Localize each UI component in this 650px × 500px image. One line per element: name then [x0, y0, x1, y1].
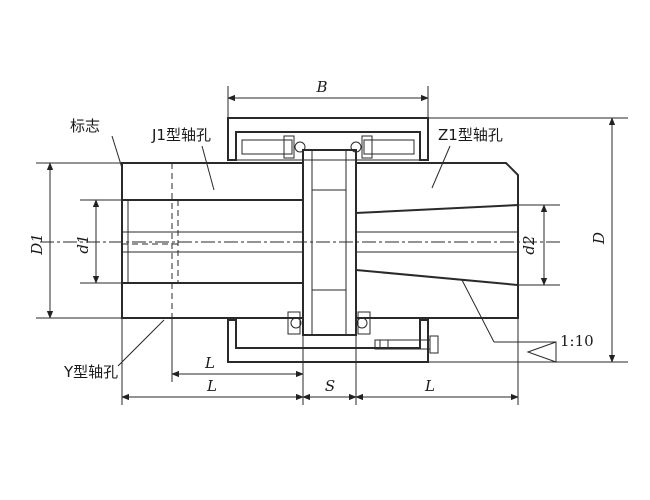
outer-sleeve-bottom	[227, 319, 429, 363]
pin-bottom-right	[356, 311, 439, 354]
right-hub	[355, 162, 519, 319]
pin-bottom-left	[287, 311, 302, 335]
callout-z-bore: Z1型轴孔	[431, 126, 503, 189]
dimension-D: D	[428, 117, 628, 363]
label-L-inner: L	[204, 354, 215, 372]
label-L-left: L	[206, 377, 217, 395]
dimension-d1: d1	[74, 199, 122, 284]
label-d2: d2	[520, 235, 538, 254]
right-hub-lower-section	[355, 268, 519, 319]
label-y-bore: Y型轴孔	[63, 363, 118, 381]
label-d1: d1	[74, 234, 92, 253]
label-j-bore: J1型轴孔	[151, 126, 211, 144]
outer-sleeve-top	[227, 117, 429, 161]
pin-top-left	[241, 135, 306, 159]
label-L-right: L	[424, 377, 435, 395]
label-B: B	[315, 78, 327, 96]
taper-triangle-icon	[526, 341, 557, 363]
label-taper: 1:10	[560, 332, 594, 350]
left-hub-lower-section	[121, 282, 304, 319]
label-S: S	[325, 377, 335, 395]
right-hub-upper-section	[355, 162, 519, 215]
label-D: D	[590, 232, 608, 245]
dimension-D1: D1	[28, 162, 122, 319]
callout-j-bore: J1型轴孔	[151, 126, 215, 191]
dimension-d2: d2	[518, 204, 560, 286]
label-D1: D1	[28, 233, 46, 256]
label-mark: 标志	[70, 117, 100, 135]
dimension-B: B	[227, 78, 429, 118]
dimension-L-right: L	[355, 318, 519, 405]
pin-top-right	[350, 135, 415, 159]
callout-mark: 标志	[70, 117, 123, 169]
dimension-S: S	[302, 335, 357, 405]
left-hub-upper-section	[121, 162, 304, 201]
dimension-L-inner: L	[171, 318, 304, 382]
label-z-bore: Z1型轴孔	[438, 126, 503, 144]
callout-y-bore: Y型轴孔	[63, 319, 165, 381]
taper-callout: 1:10	[461, 279, 594, 363]
